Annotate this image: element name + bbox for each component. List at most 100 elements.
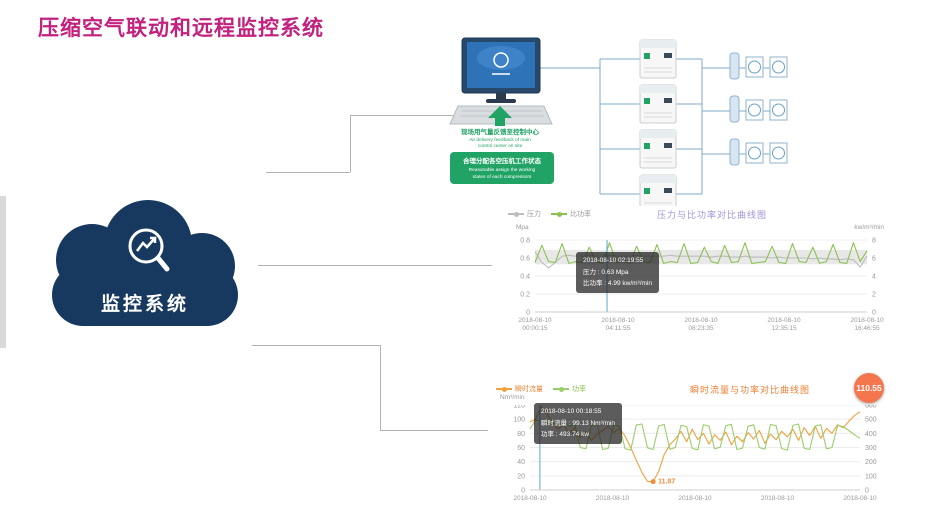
- connector-line: [266, 172, 350, 173]
- connector-line: [380, 345, 381, 430]
- axis-tick-label: 40: [517, 459, 525, 466]
- pressure-power-chart: 压力 比功率 压力与比功率对比曲线图 Mpa kw/m³/min 0.8 0.6 0…: [492, 206, 884, 338]
- x-axis-label: 2018-08-10: [767, 317, 801, 324]
- x-axis-label: 2018-08-10: [513, 495, 547, 502]
- chart-title: 瞬时流量与功率对比曲线图: [689, 385, 810, 395]
- legend-item-pressure[interactable]: 压力: [508, 209, 541, 219]
- x-axis-label: 04:11:55: [606, 325, 631, 332]
- up-arrow-icon: [488, 106, 512, 126]
- connector-line: [350, 115, 456, 116]
- chart-canvas[interactable]: 0.80.60.40.20864202018-08-1000:00:152018…: [492, 234, 884, 336]
- x-axis-label: 2018-08-10: [601, 317, 635, 324]
- tooltip-time: 2018-08-10 02:19:55: [583, 257, 644, 264]
- chart-title: 压力与比功率对比曲线图: [656, 210, 767, 220]
- y-axis-unit-left: Mpa: [516, 224, 529, 231]
- axis-tick-label: 100: [865, 473, 877, 480]
- y-axis-unit-right: kw/m³/min: [854, 224, 884, 231]
- compressor-icon: [639, 39, 677, 79]
- feedback-caption-zh: 现场用气量反馈至控制中心: [461, 127, 540, 136]
- piping-lines: [540, 58, 730, 195]
- feedback-caption-en2: control center on site: [478, 143, 523, 149]
- axis-tick-label: 2: [872, 292, 876, 299]
- control-computer-icon: [449, 37, 553, 125]
- assign-caption-en2: states of each compressors: [473, 174, 532, 180]
- point-label: 11.87: [658, 479, 675, 486]
- axis-tick-label: 100: [513, 417, 525, 424]
- connector-line: [252, 345, 380, 346]
- legend-label: 比功率: [570, 211, 591, 218]
- axis-tick-label: 600: [865, 405, 877, 410]
- monitoring-cloud: 监控系统: [32, 198, 262, 353]
- axis-tick-label: 120: [513, 405, 525, 410]
- chart-legend: 瞬时流量 功率: [496, 384, 586, 394]
- axis-tick-label: 400: [865, 431, 877, 438]
- axis-tick-label: 60: [517, 445, 525, 452]
- assign-box: 合理分配各空压机工作状态 Reasonable assign the worki…: [450, 152, 554, 184]
- legend-item-power[interactable]: 功率: [553, 384, 586, 394]
- axis-tick-label: 500: [865, 417, 877, 424]
- axis-tick-label: 4: [872, 274, 876, 281]
- legend-label: 瞬时流量: [515, 386, 543, 393]
- axis-tick-label: 6: [872, 256, 876, 263]
- chart-tooltip: 2018-08-10 00:18:55 瞬时流量 : 99.13 Nm³/min…: [534, 403, 623, 445]
- x-axis-label: 2018-08-10: [761, 495, 795, 502]
- x-axis-label: 2018-08-10: [678, 495, 712, 502]
- legend-item-flow[interactable]: 瞬时流量: [496, 384, 543, 394]
- legend-item-specific-power[interactable]: 比功率: [551, 209, 591, 219]
- compressor-icon: [639, 174, 677, 214]
- air-treatment-unit-icon: [729, 95, 788, 123]
- air-treatment-unit-icon: [729, 138, 788, 166]
- axis-tick-label: 80: [517, 431, 525, 438]
- axis-tick-label: 300: [865, 445, 877, 452]
- connector-line: [380, 430, 490, 431]
- line-marker-icon: [553, 386, 569, 392]
- system-diagram: 现场用气量反馈至控制中心 Air delivery feedback of ma…: [440, 28, 820, 218]
- axis-tick-label: 0.2: [520, 292, 530, 299]
- assign-caption-zh: 合理分配各空压机工作状态: [462, 156, 542, 165]
- legend-label: 功率: [572, 386, 586, 393]
- tooltip-row: 瞬时流量 : 99.13 Nm³/min: [541, 419, 616, 427]
- chart-legend: 压力 比功率: [508, 209, 591, 219]
- connector-line: [258, 265, 492, 266]
- cloud-label: 监控系统: [101, 292, 189, 315]
- axis-tick-label: 20: [517, 473, 525, 480]
- x-axis-label: 2018-08-10: [850, 317, 884, 324]
- x-axis-label: 2018-08-10: [843, 495, 877, 502]
- flow-power-chart: 瞬时流量 功率 瞬时流量与功率对比曲线图 Nm³/min 11.87 120 100…: [488, 373, 888, 527]
- latest-value-badge: 110.55: [854, 373, 884, 403]
- point-marker: [650, 479, 656, 485]
- chart-tooltip: 2018-08-10 02:19:55 压力 : 0.63 Mpa 比功率 : …: [576, 252, 659, 294]
- magnifier-trend-icon: [128, 228, 170, 272]
- axis-tick-label: 0: [872, 310, 876, 317]
- page-title: 压缩空气联动和远程监控系统: [38, 17, 324, 40]
- line-marker-icon: [496, 386, 512, 392]
- axis-tick-label: 0.8: [520, 238, 530, 245]
- x-axis-label: 00:00:15: [522, 325, 548, 332]
- x-axis-label: 2018-08-10: [518, 317, 552, 324]
- series-line: [529, 419, 861, 451]
- feedback-caption-en1: Air delivery feedback of main: [469, 137, 531, 143]
- tooltip-time: 2018-08-10 00:18:55: [541, 408, 602, 415]
- axis-tick-label: 8: [872, 238, 876, 245]
- axis-tick-label: 0.4: [520, 274, 530, 281]
- x-axis-label: 2018-08-10: [596, 495, 630, 502]
- tooltip-row: 功率 : 493.74 kw: [541, 431, 590, 439]
- tooltip-row: 压力 : 0.63 Mpa: [583, 268, 629, 276]
- x-axis-label: 08:23:35: [688, 325, 714, 332]
- x-axis-label: 16:46:55: [854, 325, 880, 332]
- axis-tick-label: 0: [521, 488, 525, 495]
- assign-caption-en1: Reasonable assign the working: [469, 167, 536, 173]
- compressor-icon: [639, 84, 677, 124]
- axis-tick-label: 0: [526, 310, 530, 317]
- y-axis-unit-left: Nm³/min: [500, 394, 525, 401]
- line-marker-icon: [508, 211, 524, 217]
- series-line: [534, 242, 868, 264]
- x-axis-label: 12:35:15: [771, 325, 797, 332]
- legend-label: 压力: [527, 211, 541, 218]
- left-edge-strip: [0, 196, 6, 348]
- axis-tick-label: 0: [865, 488, 869, 495]
- compressor-icon: [639, 129, 677, 169]
- axis-tick-label: 200: [865, 459, 877, 466]
- connector-line: [350, 115, 351, 172]
- axis-tick-label: 0.6: [520, 256, 530, 263]
